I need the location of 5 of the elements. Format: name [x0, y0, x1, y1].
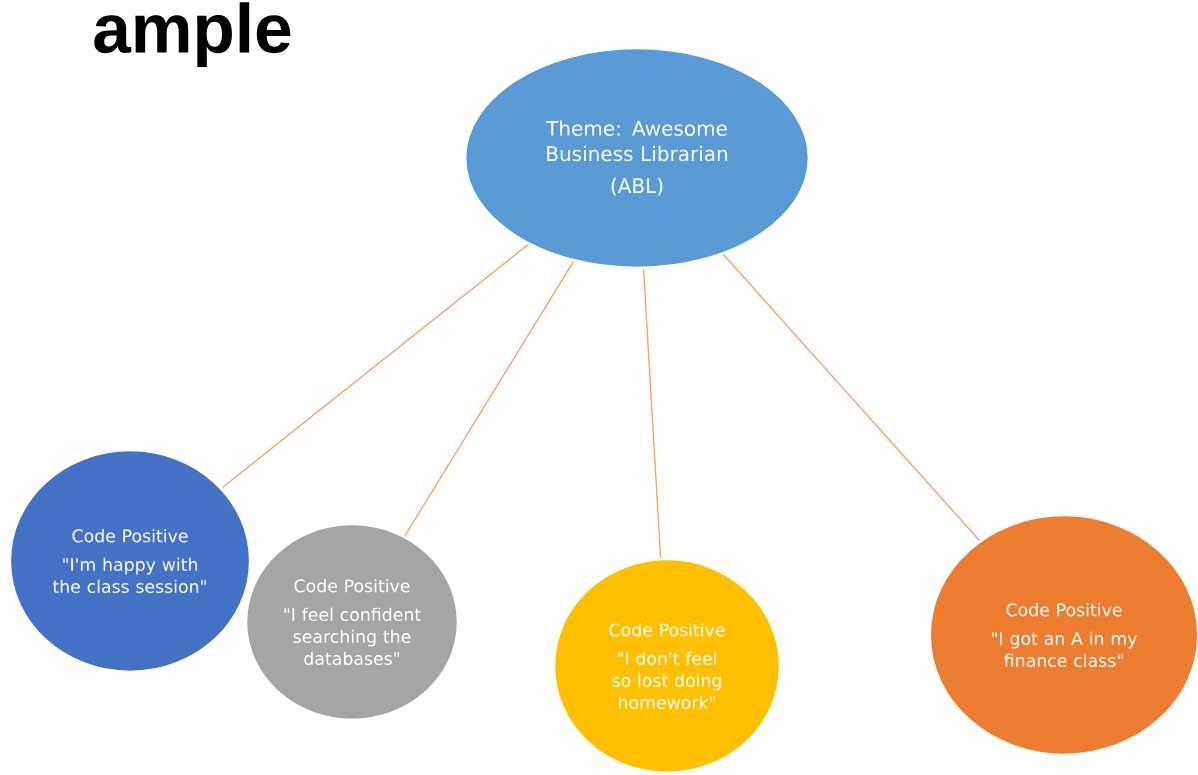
- connector-line: [722, 253, 980, 541]
- connector-line: [221, 243, 529, 489]
- title: ample: [94, 2, 291, 67]
- connector-line: [642, 268, 662, 559]
- connector-line: [404, 260, 575, 537]
